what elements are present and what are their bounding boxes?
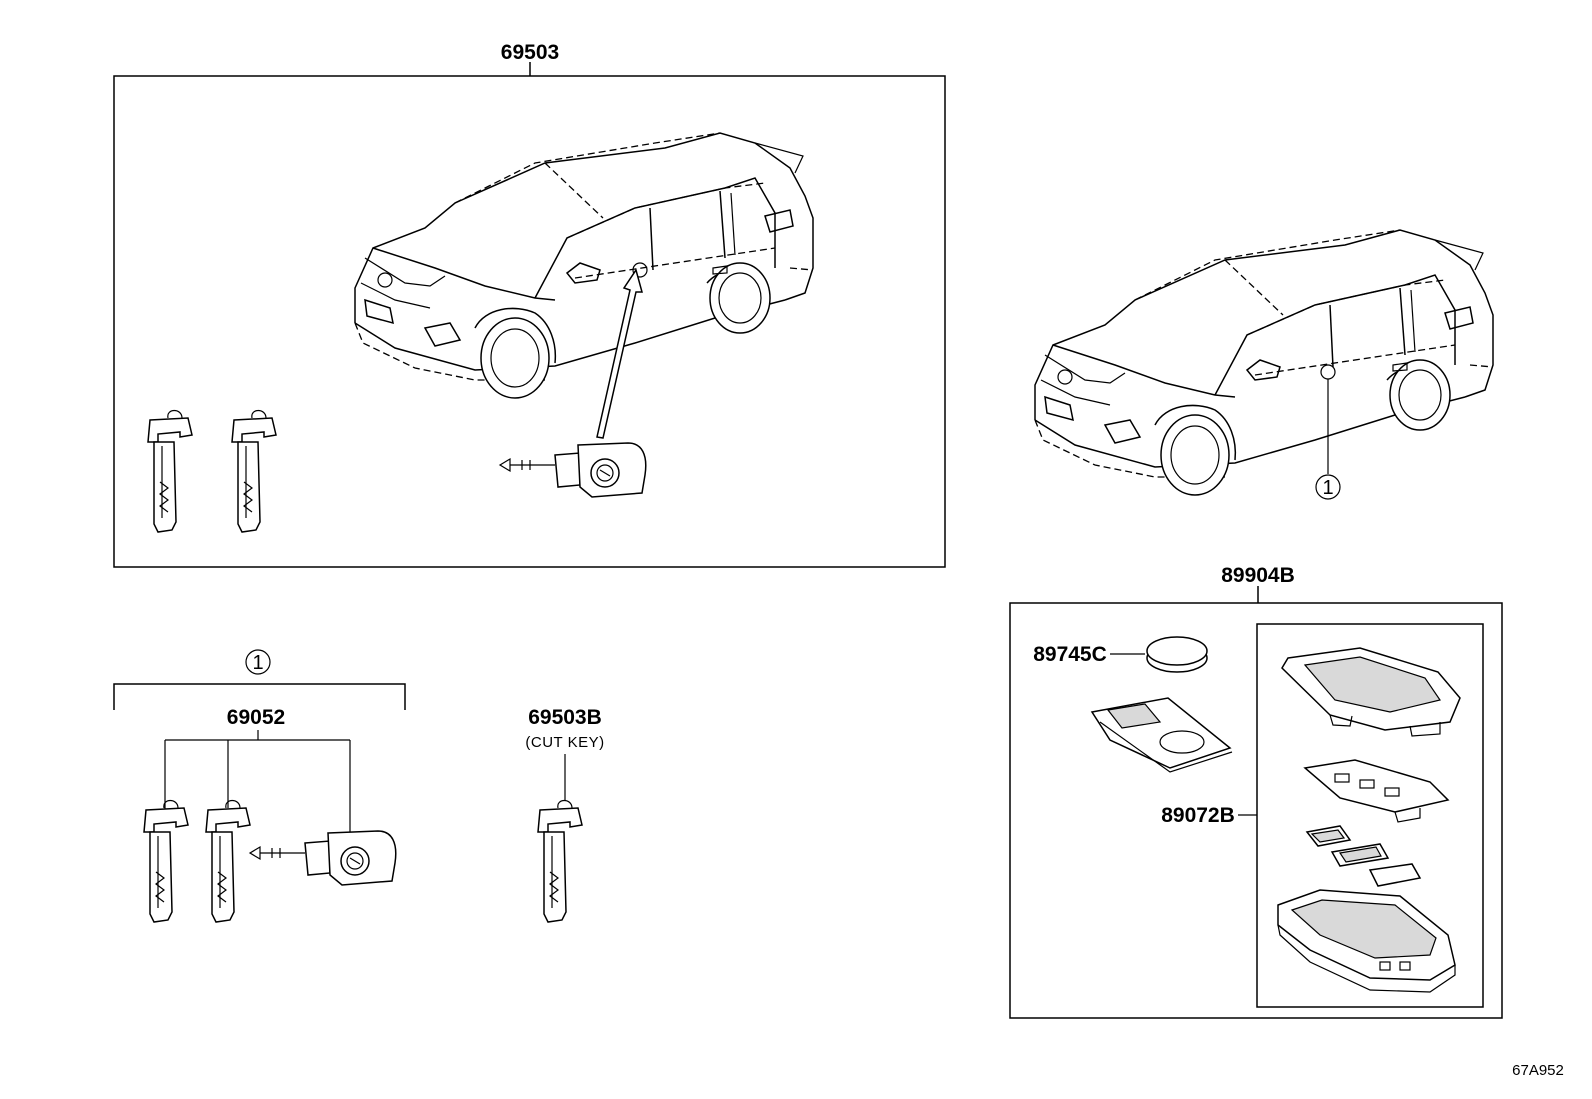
- arrow-to-door-lock: [596, 268, 643, 439]
- label-89745C: 89745C: [1033, 643, 1107, 666]
- label-89072B: 89072B: [1161, 804, 1235, 827]
- key-blade-2: [231, 409, 277, 533]
- kit-callout-circle: [245, 649, 271, 675]
- car-illustration-right: [1034, 229, 1494, 496]
- car-callout-circle: [1315, 474, 1341, 500]
- cut-key-blade: [537, 799, 583, 923]
- label-69503B: 69503B: [528, 706, 602, 729]
- kit-bracket: [113, 683, 406, 710]
- diagram-reference-code: 67A952: [1512, 1062, 1564, 1079]
- coin-battery: [1146, 636, 1208, 673]
- kit-key-blade-2: [205, 799, 251, 923]
- car-illustration-assembly: [354, 132, 814, 399]
- car-callout-number: 1: [1322, 477, 1333, 499]
- key-blade-1: [147, 409, 193, 533]
- door-lock-cylinder-assembly: [499, 442, 647, 498]
- case-bottom-shell: [1277, 889, 1456, 993]
- kit-leader-lines: [164, 730, 351, 838]
- door-lock-location-circle-right: [1320, 364, 1336, 380]
- circuit-board: [1090, 697, 1233, 773]
- label-69503: 69503: [501, 41, 559, 64]
- label-89904B: 89904B: [1221, 564, 1295, 587]
- assembly-box-69503: [113, 75, 946, 568]
- case-buttons: [1305, 825, 1422, 887]
- label-cut-key: (CUT KEY): [525, 734, 604, 751]
- door-lock-location-circle: [632, 262, 648, 278]
- case-inner-frame: [1303, 759, 1450, 823]
- transmitter-box-89904B: [1009, 602, 1503, 1019]
- case-top-cover: [1281, 647, 1461, 737]
- kit-callout-number: 1: [252, 652, 263, 674]
- kit-door-lock-cylinder: [249, 830, 397, 886]
- label-69052: 69052: [227, 706, 285, 729]
- kit-key-blade-1: [143, 799, 189, 923]
